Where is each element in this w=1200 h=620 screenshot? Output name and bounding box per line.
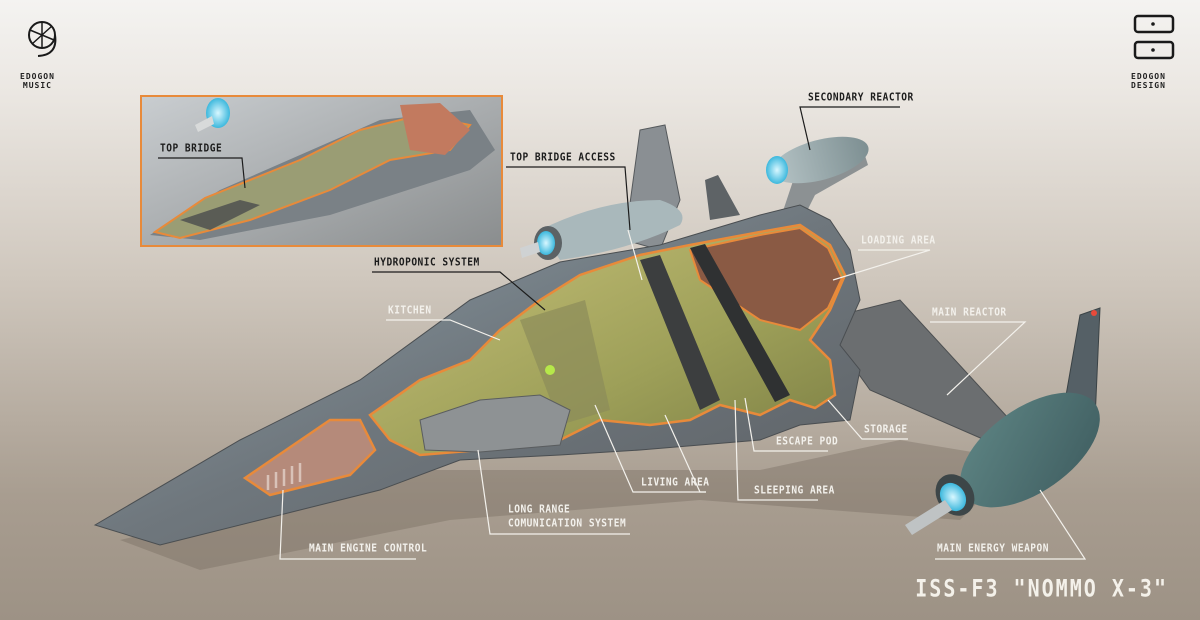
ship-shadow [120,440,1020,570]
label-main-reactor: Main Reactor [932,306,1007,319]
right-logo-line1: EDOGON [1131,72,1166,81]
top-bridge-inset [140,95,503,247]
label-escape-pod: Escape Pod [776,435,839,448]
label-main-energy-weapon: Main Energy Weapon [937,542,1049,555]
main-energy-weapon-pod [905,307,1101,535]
right-logo-line2: DESIGN [1131,81,1166,90]
upper-engine [520,200,683,260]
label-long-range-line2: Comunication System [508,517,627,530]
label-storage: Storage [864,423,908,436]
label-kitchen: Kitchen [388,304,432,317]
label-living-area: Living Area [641,476,710,489]
small-fin [705,175,740,220]
ship-title: ISS-F3 "NOMMO X-3" [915,573,1168,603]
left-logo-text: EDOGON MUSIC [20,72,55,90]
label-hydroponic-system: Hydroponic System [374,256,480,269]
label-top-bridge: Top Bridge [160,142,223,155]
left-logo-line2: MUSIC [22,81,52,90]
comm-system-machinery [419,394,571,453]
bulkhead-3 [690,244,790,402]
living-area-light [545,365,555,375]
engine-pipes [266,463,302,490]
leader-lines [158,106,1087,560]
secondary-reactor-pod [766,136,869,225]
bulkhead-2 [640,255,720,410]
label-loading-area: Loading Area [861,234,936,247]
label-long-range-line1: Long Range [508,503,571,516]
label-secondary-reactor: Secondary Reactor [808,91,914,104]
label-main-engine-control: Main Engine Control [309,542,428,555]
edogon-music-logo [28,21,57,57]
bulkhead-1 [520,300,610,425]
edogon-design-logo [1133,14,1175,60]
label-sleeping-area: Sleeping Area [754,484,835,497]
engine-control-compartment [242,418,377,497]
right-logo-text: EDOGON DESIGN [1131,72,1166,90]
left-logo-line1: EDOGON [20,72,55,81]
label-top-bridge-access: Top Bridge Access [510,151,616,164]
